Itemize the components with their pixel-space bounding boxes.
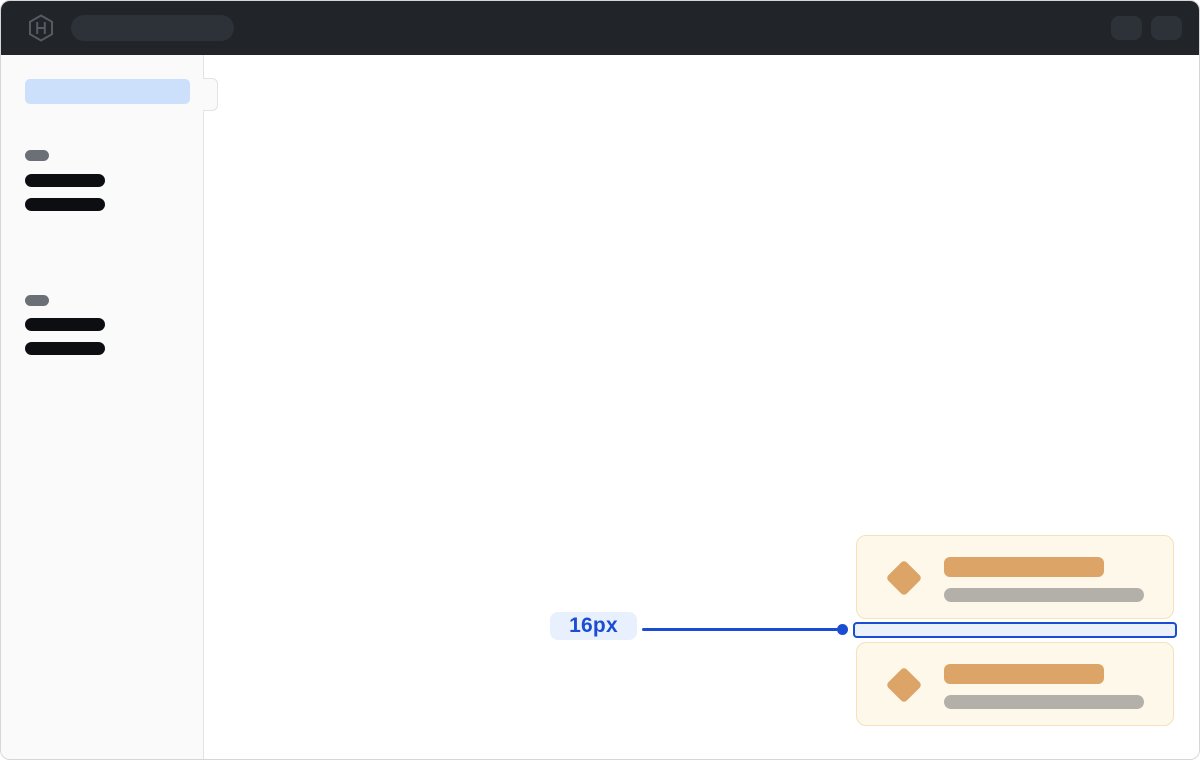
hashicorp-logo-icon	[29, 14, 53, 42]
sidebar-active-item-skeleton[interactable]	[25, 79, 190, 104]
sidebar-group1-item-skeleton[interactable]	[25, 174, 105, 187]
sidebar	[1, 55, 204, 759]
list-card-skeleton-2	[856, 642, 1174, 726]
card-subtitle-skeleton	[944, 695, 1144, 709]
spacing-measurement-label: 16px	[550, 612, 637, 640]
navbar-action-skeleton-2[interactable]	[1151, 16, 1182, 40]
measurement-leader-dot	[837, 624, 848, 635]
measurement-leader-line	[642, 628, 838, 631]
card-title-skeleton	[944, 664, 1104, 684]
sidebar-collapse-handle[interactable]	[203, 78, 218, 111]
content-area: 16px	[1, 55, 1199, 759]
diamond-icon	[885, 666, 923, 704]
search-input-skeleton[interactable]	[71, 15, 234, 41]
sidebar-group2-item-skeleton[interactable]	[25, 318, 105, 331]
card-title-skeleton	[944, 557, 1104, 577]
sidebar-group1-heading-skeleton	[25, 150, 49, 161]
list-card-skeleton-1	[856, 535, 1174, 619]
top-navbar	[1, 1, 1199, 55]
diamond-icon	[885, 559, 923, 597]
navbar-action-skeleton-1[interactable]	[1111, 16, 1142, 40]
spacing-highlight-box	[853, 622, 1177, 638]
sidebar-group1-item-skeleton[interactable]	[25, 198, 105, 211]
sidebar-group2-heading-skeleton	[25, 295, 49, 306]
card-subtitle-skeleton	[944, 588, 1144, 602]
hashicorp-logo-icon	[27, 14, 55, 42]
sidebar-group2-item-skeleton[interactable]	[25, 342, 105, 355]
